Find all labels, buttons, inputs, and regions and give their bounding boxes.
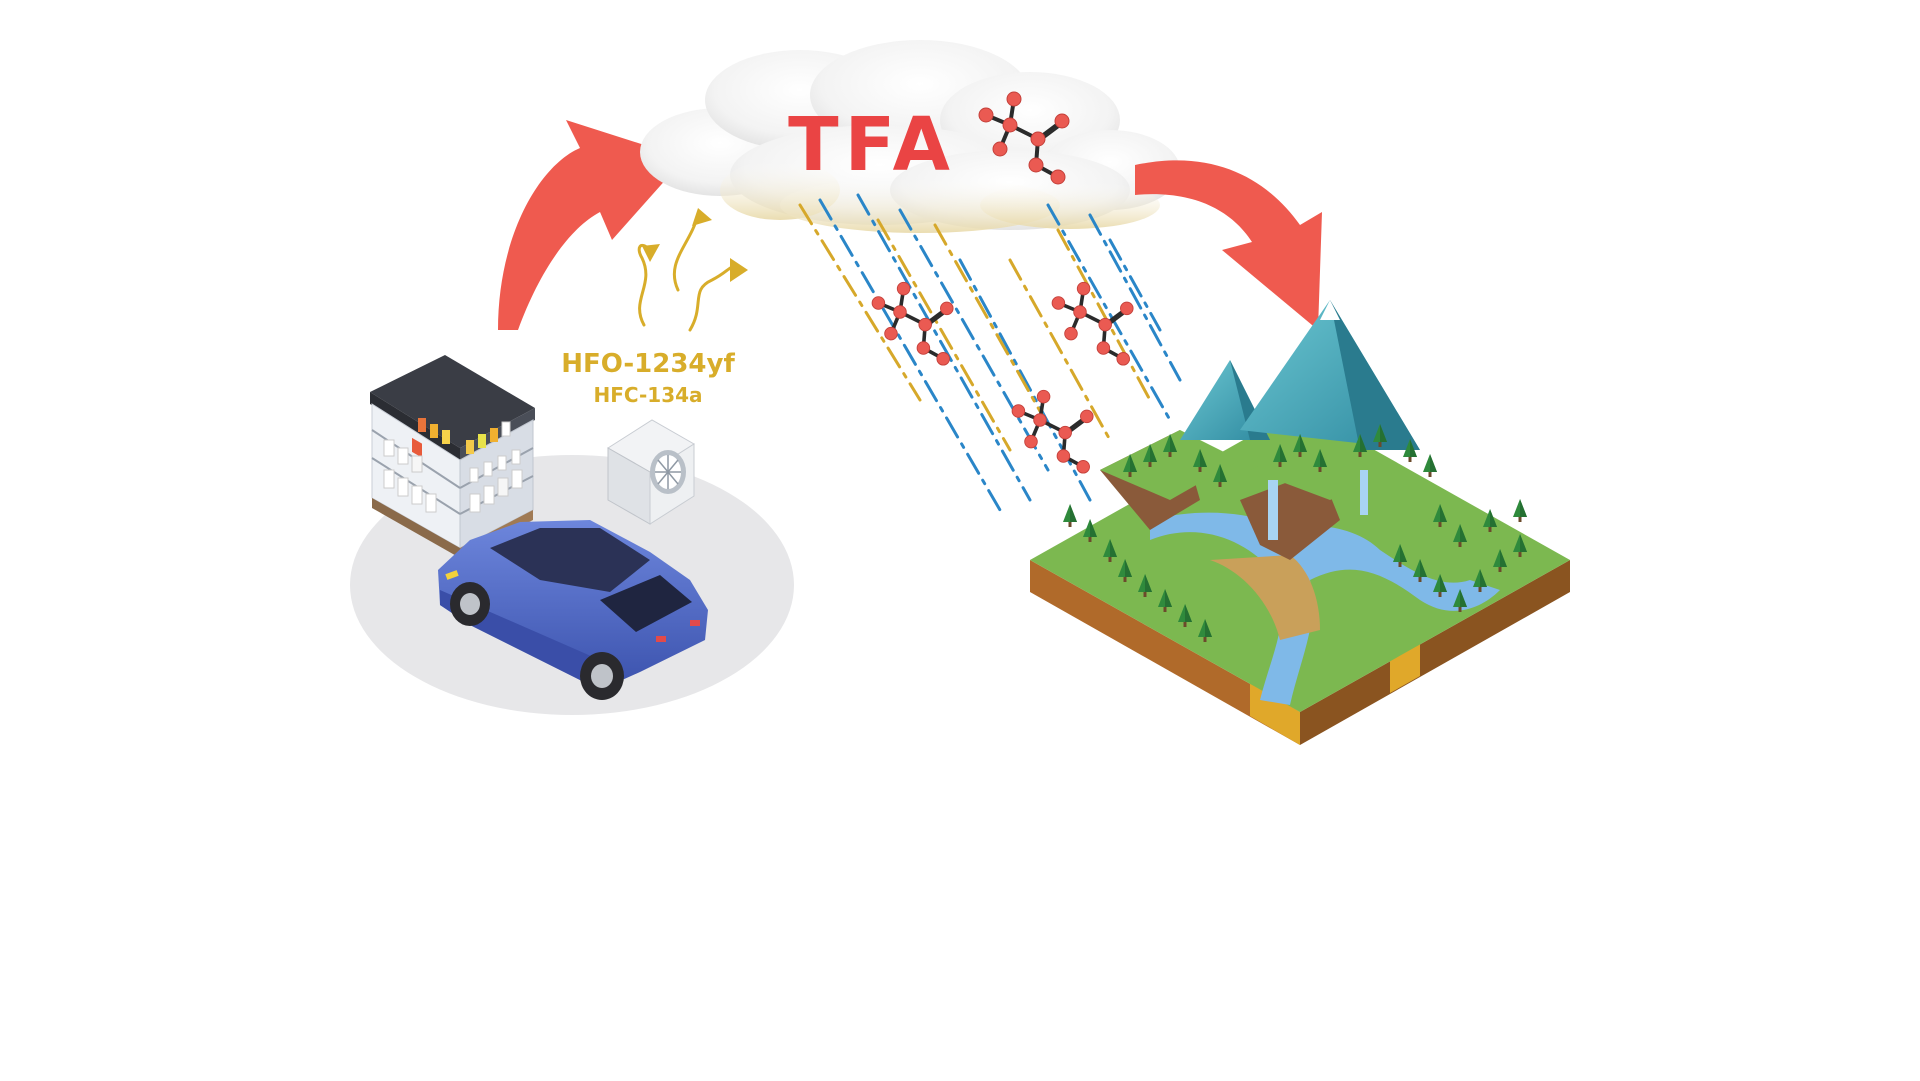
emission-primary-label: HFO-1234yf <box>561 349 735 379</box>
cloud-icon <box>640 40 1180 233</box>
emission-arrows <box>637 213 737 332</box>
tfa-molecule-icon <box>1010 388 1095 475</box>
tfa-label: TFA <box>788 102 956 188</box>
red-arrow-up-to-cloud <box>498 120 685 330</box>
emission-secondary-label: HFC-134a <box>593 383 702 407</box>
air-conditioner-unit-icon <box>607 419 695 525</box>
emission-arrowheads <box>642 208 748 282</box>
rain-lines <box>798 193 1182 512</box>
red-arrow-down-to-land <box>1135 160 1322 330</box>
car-icon <box>438 520 708 700</box>
landscape-block-icon <box>1030 300 1570 745</box>
